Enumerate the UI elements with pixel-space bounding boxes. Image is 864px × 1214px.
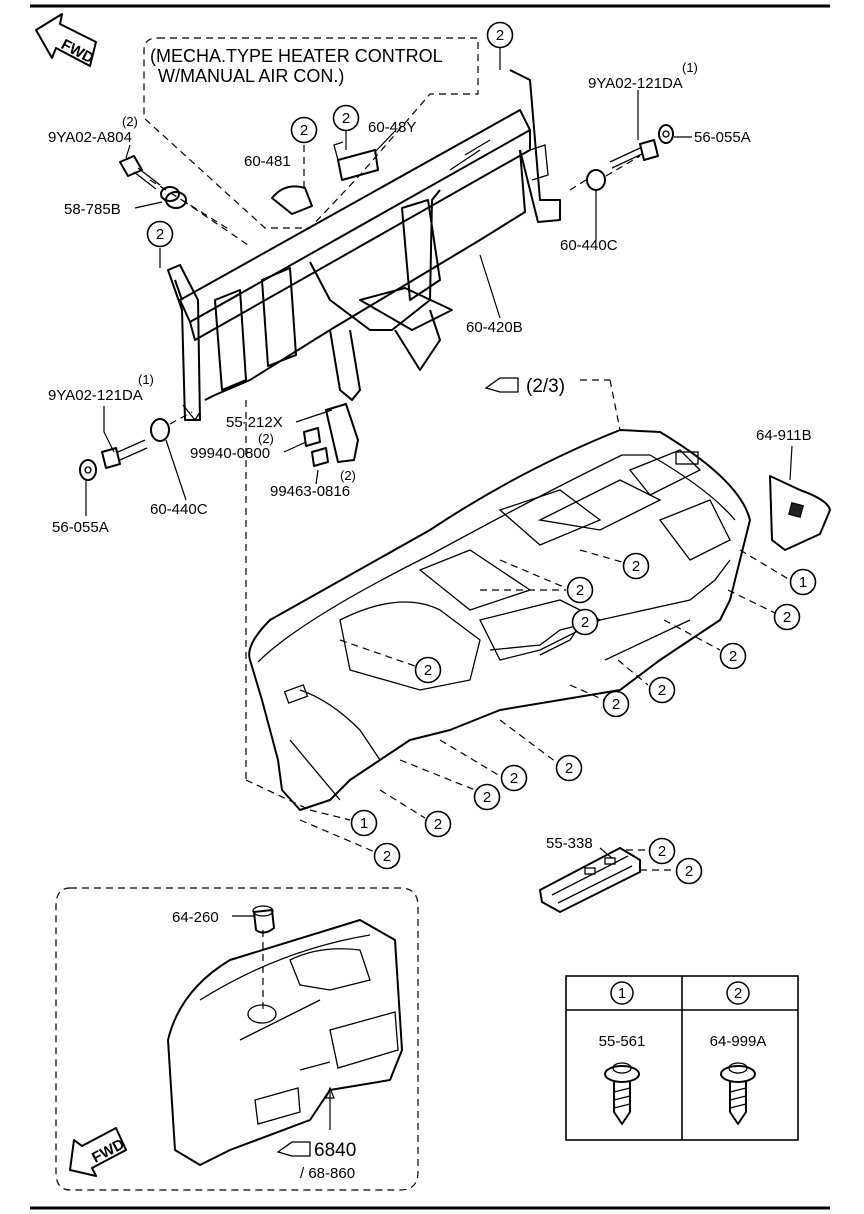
callout-2-d: 2	[156, 226, 164, 243]
screw-64-999a-icon	[720, 1062, 756, 1125]
dashboard-ref-text: (2/3)	[526, 376, 565, 397]
note-line1: (MECHA.TYPE HEATER CONTROL	[150, 46, 443, 66]
label-bolt-top-right-qty: (1)	[682, 60, 698, 75]
circle-callouts: 2 2 2 2 2 2 1 2 2 2 2 2 2 2 2 2 2 1 2	[146, 21, 817, 885]
note-line2: W/MANUAL AIR CON.)	[158, 66, 344, 86]
bolt-left-drawing	[101, 439, 148, 469]
screw-55-561-icon	[604, 1062, 640, 1125]
callout-2-c: 2	[342, 110, 350, 127]
side-cover-64-911b-drawing	[769, 475, 831, 551]
label-member: 60-420B	[466, 319, 523, 336]
callout-2-j: 2	[424, 662, 432, 679]
label-knob: 64-260	[172, 909, 219, 926]
cross-member-drawing	[167, 69, 561, 422]
callout-2-s: 2	[685, 863, 693, 880]
fwd-arrow-top-label: FWD	[58, 36, 96, 67]
callout-1-a: 1	[799, 574, 807, 591]
label-lower-panel: 55-338	[546, 835, 593, 852]
trim-ref-sub: / 68-860	[300, 1165, 355, 1182]
label-bolt-top-right: 9YA02-121DA	[588, 75, 683, 92]
callout-2-k: 2	[658, 682, 666, 699]
callout-1-b: 1	[360, 815, 368, 832]
callout-2-a: 2	[496, 27, 504, 44]
hand-pointer-icon	[484, 377, 519, 393]
hand-pointer-icon-2	[276, 1141, 311, 1157]
part-labels: (2) 9YA02-A804 58-785B 60-481 60-48Y (1)…	[48, 60, 812, 926]
callout-2-f: 2	[576, 582, 584, 599]
label-spacer-left: 60-440C	[150, 501, 208, 518]
label-clip-60-48y: 60-48Y	[368, 119, 416, 136]
note-frame	[143, 37, 479, 229]
fwd-arrow-bottom: FWD	[69, 1127, 127, 1177]
bolt-99463-drawing	[311, 447, 329, 467]
fastener-legend: 1 2 55-561 64-999A	[565, 975, 799, 1141]
dashboard-drawing	[248, 429, 751, 811]
label-nut-top-right: 56-055A	[694, 129, 751, 146]
label-side-cover: 64-911B	[756, 427, 812, 444]
label-bolt-left: 9YA02-121DA	[48, 387, 143, 404]
label-bushing-left: 58-785B	[64, 201, 121, 218]
lower-panel-55-338-drawing	[539, 847, 641, 913]
callout-2-l: 2	[612, 696, 620, 713]
dashboard-reference: (2/3)	[484, 376, 565, 397]
label-nut-left: 56-055A	[52, 519, 109, 536]
callout-2-r: 2	[658, 843, 666, 860]
leader-lines	[85, 48, 793, 1130]
callout-2-h: 2	[581, 614, 589, 631]
nut-top-right-drawing	[658, 124, 674, 144]
clip-60-48y-drawing	[333, 141, 379, 181]
legend-part-1: 55-561	[599, 1033, 646, 1050]
trim-reference: 6840 / 68-860	[276, 1140, 356, 1182]
label-bolt-top-left-qty: (2)	[122, 114, 138, 129]
clip-60-481-drawing	[271, 185, 313, 215]
bushing-58-785b-drawing	[160, 186, 187, 209]
legend-header-1: 1	[618, 985, 626, 1002]
callout-2-n: 2	[510, 770, 518, 787]
trim-ref-text: 6840	[314, 1140, 356, 1161]
callout-2-o: 2	[483, 789, 491, 806]
spacer-top-right-drawing	[586, 169, 606, 191]
bolt-9ya02-a804-drawing	[119, 155, 161, 190]
nut-left-drawing	[79, 459, 97, 481]
callout-2-b: 2	[300, 122, 308, 139]
fwd-arrow-top: FWD	[35, 13, 97, 67]
callout-2-q: 2	[383, 848, 391, 865]
label-bolt-99940: 99940-0800	[190, 445, 270, 462]
callout-2-g: 2	[783, 609, 791, 626]
knob-64-260-drawing	[252, 905, 275, 934]
label-bolt-99463-qty: (2)	[340, 468, 356, 483]
bolt-top-right-drawing	[609, 139, 659, 169]
label-spacer-right: 60-440C	[560, 237, 618, 254]
rear-trim-drawing	[167, 919, 403, 1166]
legend-part-2: 64-999A	[710, 1033, 767, 1050]
legend-header-2: 2	[734, 985, 742, 1002]
label-bolt-99940-qty: (2)	[258, 431, 274, 446]
callout-2-i: 2	[729, 648, 737, 665]
spacer-left-drawing	[150, 418, 170, 442]
callout-2-p: 2	[434, 816, 442, 833]
callout-2-m: 2	[565, 760, 573, 777]
bracket-55-212x-drawing	[325, 403, 359, 463]
label-bolt-left-qty: (1)	[138, 372, 154, 387]
trim-frame	[55, 887, 419, 1191]
label-bolt-99463: 99463-0816	[270, 483, 350, 500]
callout-2-e: 2	[632, 558, 640, 575]
bolt-99940-drawing	[303, 427, 321, 447]
label-bolt-top-left: 9YA02-A804	[48, 129, 132, 146]
label-clip-60-481: 60-481	[244, 153, 291, 170]
label-bracket: 55-212X	[226, 414, 283, 431]
